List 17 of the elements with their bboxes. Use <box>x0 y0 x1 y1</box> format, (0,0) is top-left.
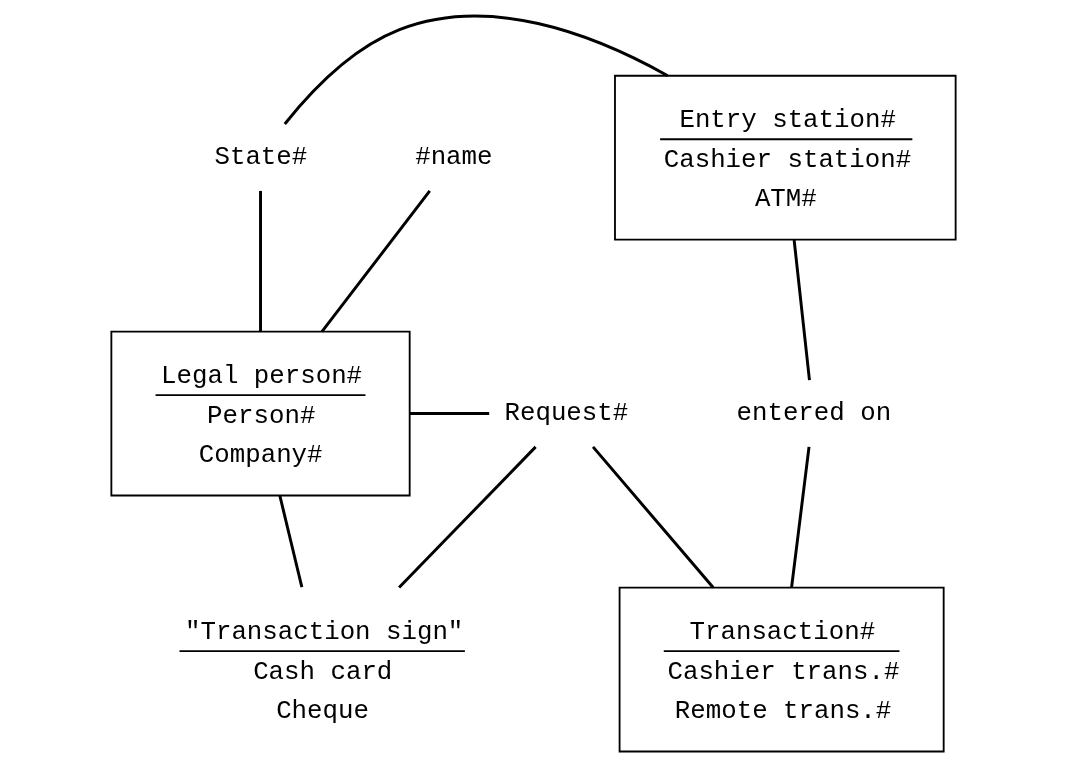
node-text: entered on <box>736 399 892 429</box>
connector <box>259 190 262 332</box>
connector <box>591 445 715 589</box>
node-text: Request# <box>504 399 629 429</box>
node-box: Legal person# Person# Company# <box>110 330 411 497</box>
connector <box>790 446 811 588</box>
node-text: State# <box>214 143 308 173</box>
node-text: #name <box>415 143 493 173</box>
connector <box>792 239 811 381</box>
connector <box>278 495 304 588</box>
connector <box>320 190 431 333</box>
connector <box>398 445 537 589</box>
connector <box>409 412 490 416</box>
connector <box>283 14 669 125</box>
node-box: Transaction# Cashier trans.# Remote trans.# <box>618 586 945 753</box>
node-box: Entry station# Cashier station# ATM# <box>614 74 957 241</box>
node-text: "Transaction sign" Cash card Cheque <box>185 617 464 726</box>
